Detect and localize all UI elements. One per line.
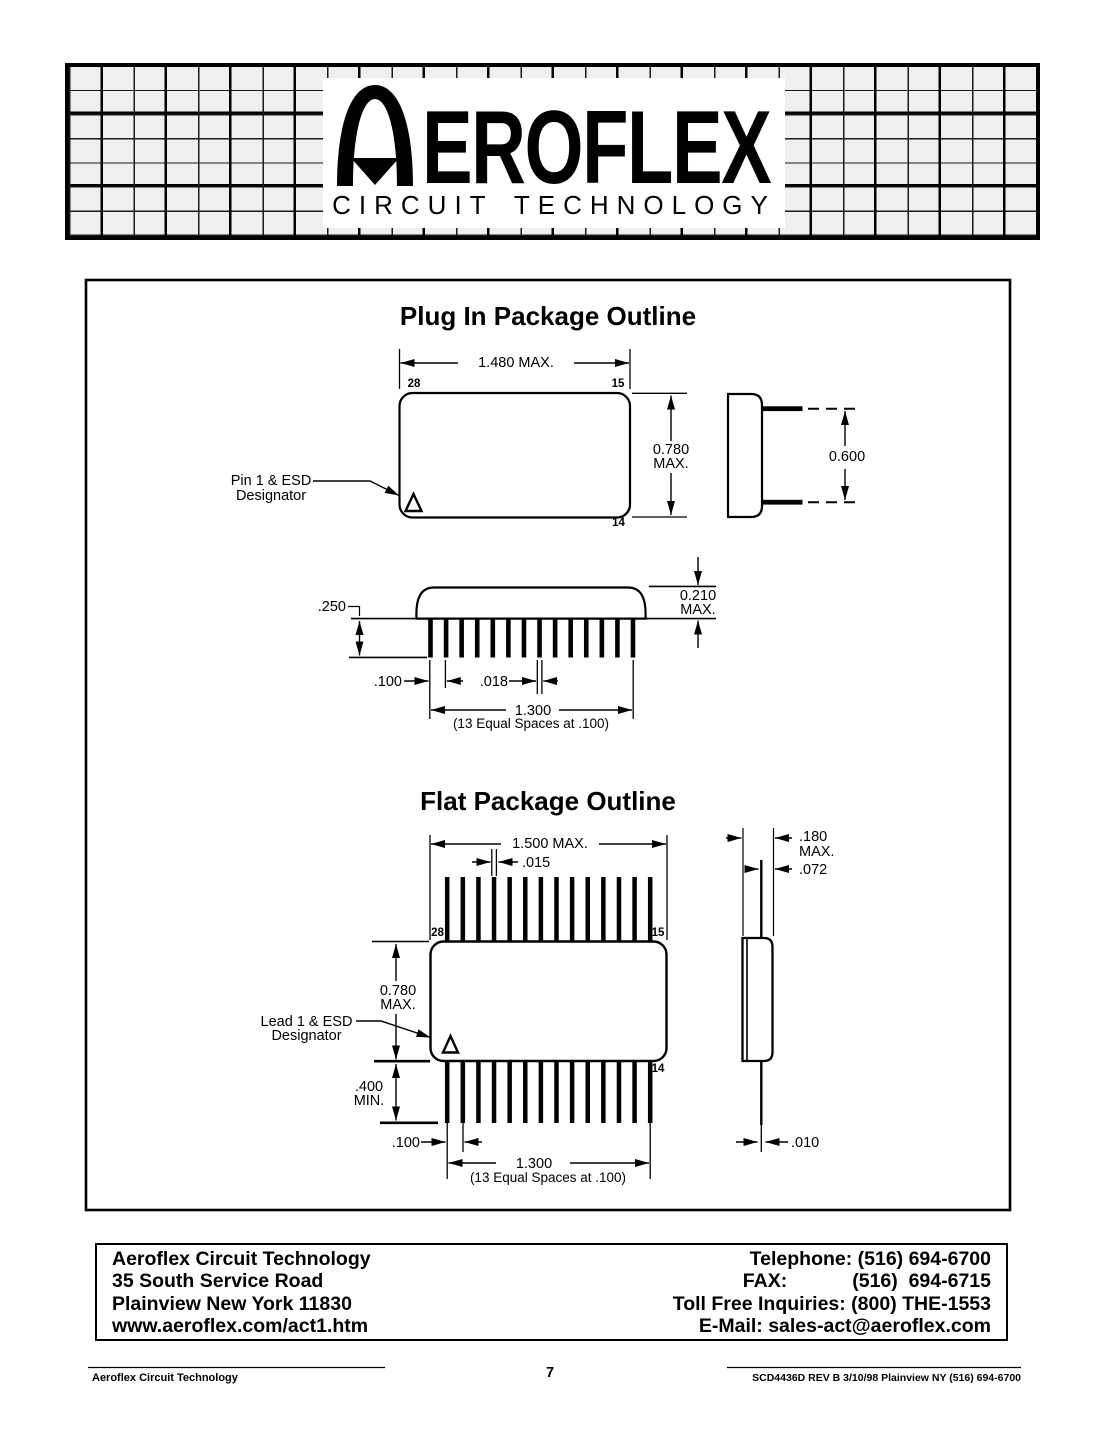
pin-15-label: 15 [611, 378, 625, 390]
brand-subtitle: CIRCUIT TECHNOLOGY [332, 190, 776, 220]
contact-email: E-Mail: sales-act@aeroflex.com [698, 1314, 991, 1337]
pin-14-label: 14 [612, 517, 625, 529]
contact-phone-block: Telephone: (516) 694-6700 FAX: (516) 694… [673, 1248, 991, 1337]
plugin-pin-leads [428, 618, 636, 658]
contact-company: Aeroflex Circuit Technology [112, 1248, 371, 1270]
lead1-esd-designator-label: Lead 1 & ESD Designator [260, 1013, 353, 1044]
pin1-esd-designator-label: Pin 1 & ESD Designator [230, 473, 312, 504]
dim-plugin-pin-span: 0.600 [821, 450, 873, 464]
footer-company: Aeroflex Circuit Technology [92, 1372, 238, 1384]
contact-address1: 35 South Service Road [112, 1270, 324, 1293]
flat-title: Flat Package Outline [420, 786, 676, 816]
flat-pin-28-label: 28 [431, 927, 444, 939]
dim-plugin-lead-width: .018 [479, 674, 508, 690]
footer-revision: SCD4436D REV B 3/10/98 Plainview NY (516… [752, 1372, 1021, 1384]
dim-plugin-lead-length: .250 [317, 599, 346, 615]
aeroflex-logo: EROFLEX CIRCUIT TECHNOLOGY [323, 78, 785, 228]
contact-address-block: Aeroflex Circuit Technology 35 South Ser… [112, 1248, 371, 1337]
flat-pin-15-label: 15 [651, 927, 665, 939]
dim-plugin-body-height: 0.210 MAX. [679, 588, 717, 618]
pin-28-label: 28 [407, 378, 421, 390]
plugin-span-note: (13 Equal Spaces at .100) [452, 715, 610, 731]
dim-plugin-span: 1.300 [507, 704, 559, 718]
dim-flat-lead-thickness: .010 [791, 1135, 820, 1151]
dim-flat-lead-standoff: .072 [799, 862, 828, 878]
plug-in-title: Plug In Package Outline [399, 301, 697, 331]
contact-telephone: Telephone: (516) 694-6700 [749, 1248, 991, 1270]
dim-plugin-lead-offset: .100 [373, 674, 402, 690]
flat-span-note: (13 Equal Spaces at .100) [469, 1170, 627, 1185]
contact-info-box: Aeroflex Circuit Technology 35 South Ser… [95, 1243, 1008, 1341]
contact-address2: Plainview New York 11830 [112, 1292, 352, 1315]
contact-tollfree: Toll Free Inquiries: (800) THE-1553 [672, 1292, 991, 1315]
dim-flat-span: 1.300 [508, 1157, 560, 1171]
dim-flat-lead-width: .015 [522, 855, 551, 871]
flat-bottom-leads [444, 1061, 653, 1123]
brand-wordmark: EROFLEX [422, 90, 772, 206]
footer-page-number: 7 [545, 1365, 555, 1381]
dim-flat-height: 0.780 MAX. [373, 984, 423, 1012]
flat-pin-14-label: 14 [651, 1062, 665, 1075]
flat-top-leads [444, 877, 653, 942]
contact-website: www.aeroflex.com/act1.htm [112, 1314, 369, 1337]
dim-flat-lead-min: .400 MIN. [353, 1079, 385, 1109]
dim-plugin-width: 1.480 MAX. [458, 356, 574, 370]
dim-flat-body-thickness: .180 MAX. [799, 829, 835, 860]
dim-flat-width: 1.500 MAX. [501, 837, 599, 851]
contact-fax: FAX: (516) 694-6715 [742, 1270, 991, 1293]
dim-flat-lead-offset: .100 [391, 1135, 420, 1151]
gateway-arch-icon [337, 85, 413, 186]
dim-plugin-height: 0.780 MAX. [652, 442, 690, 472]
